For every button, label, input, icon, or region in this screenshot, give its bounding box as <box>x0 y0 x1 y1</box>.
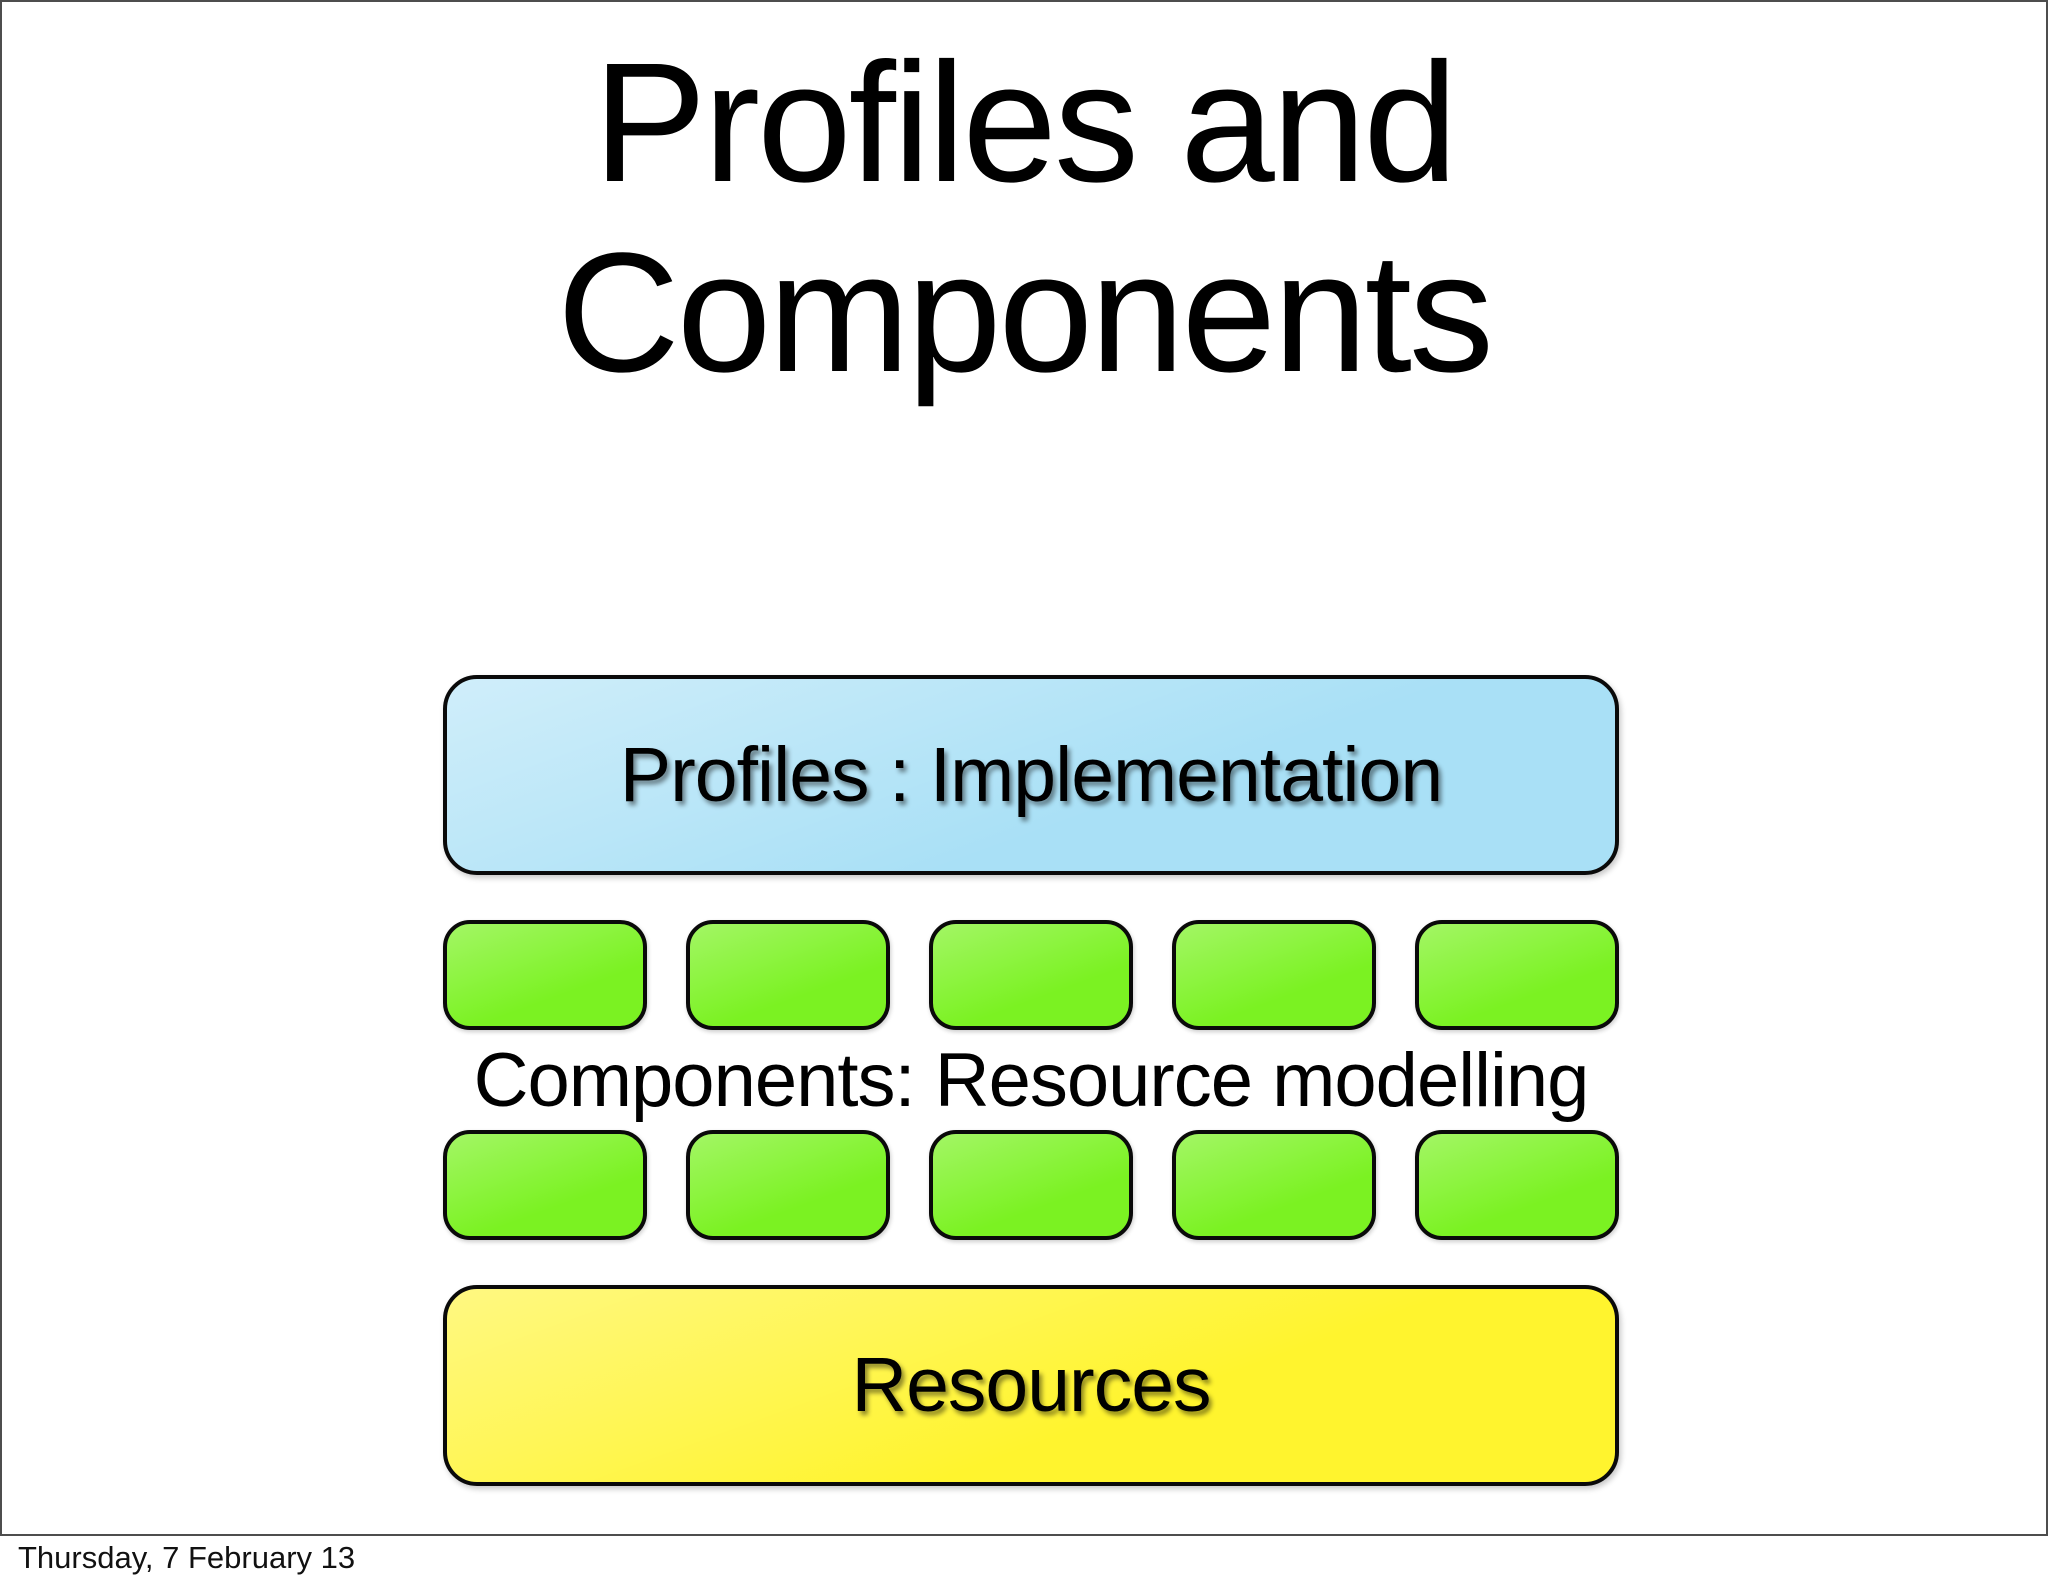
profiles-box-label: Profiles : Implementation <box>619 731 1443 818</box>
slide-canvas: Profiles and Components Profiles : Imple… <box>0 0 2048 1536</box>
slide-title: Profiles and Components <box>2 28 2046 409</box>
component-chip <box>686 1130 890 1240</box>
component-chip <box>1172 1130 1376 1240</box>
layer-diagram: Profiles : Implementation Components: Re… <box>443 675 1619 1486</box>
components-label: Components: Resource modelling <box>473 1037 1590 1123</box>
component-chip <box>443 920 647 1030</box>
component-chip <box>686 920 890 1030</box>
component-chip <box>1415 920 1619 1030</box>
components-label-row: Components: Resource modelling <box>443 1030 1619 1130</box>
component-row <box>443 1130 1619 1240</box>
component-chip <box>1172 920 1376 1030</box>
component-chip <box>929 920 1133 1030</box>
profiles-box: Profiles : Implementation <box>443 675 1619 875</box>
component-chip <box>1415 1130 1619 1240</box>
resources-box-label: Resources <box>851 1342 1211 1428</box>
date-footer: Thursday, 7 February 13 <box>18 1540 356 1575</box>
component-row <box>443 920 1619 1030</box>
component-chip <box>929 1130 1133 1240</box>
slide-title-text: Profiles and Components <box>557 28 1494 409</box>
component-chip <box>443 1130 647 1240</box>
resources-box: Resources <box>443 1285 1619 1486</box>
